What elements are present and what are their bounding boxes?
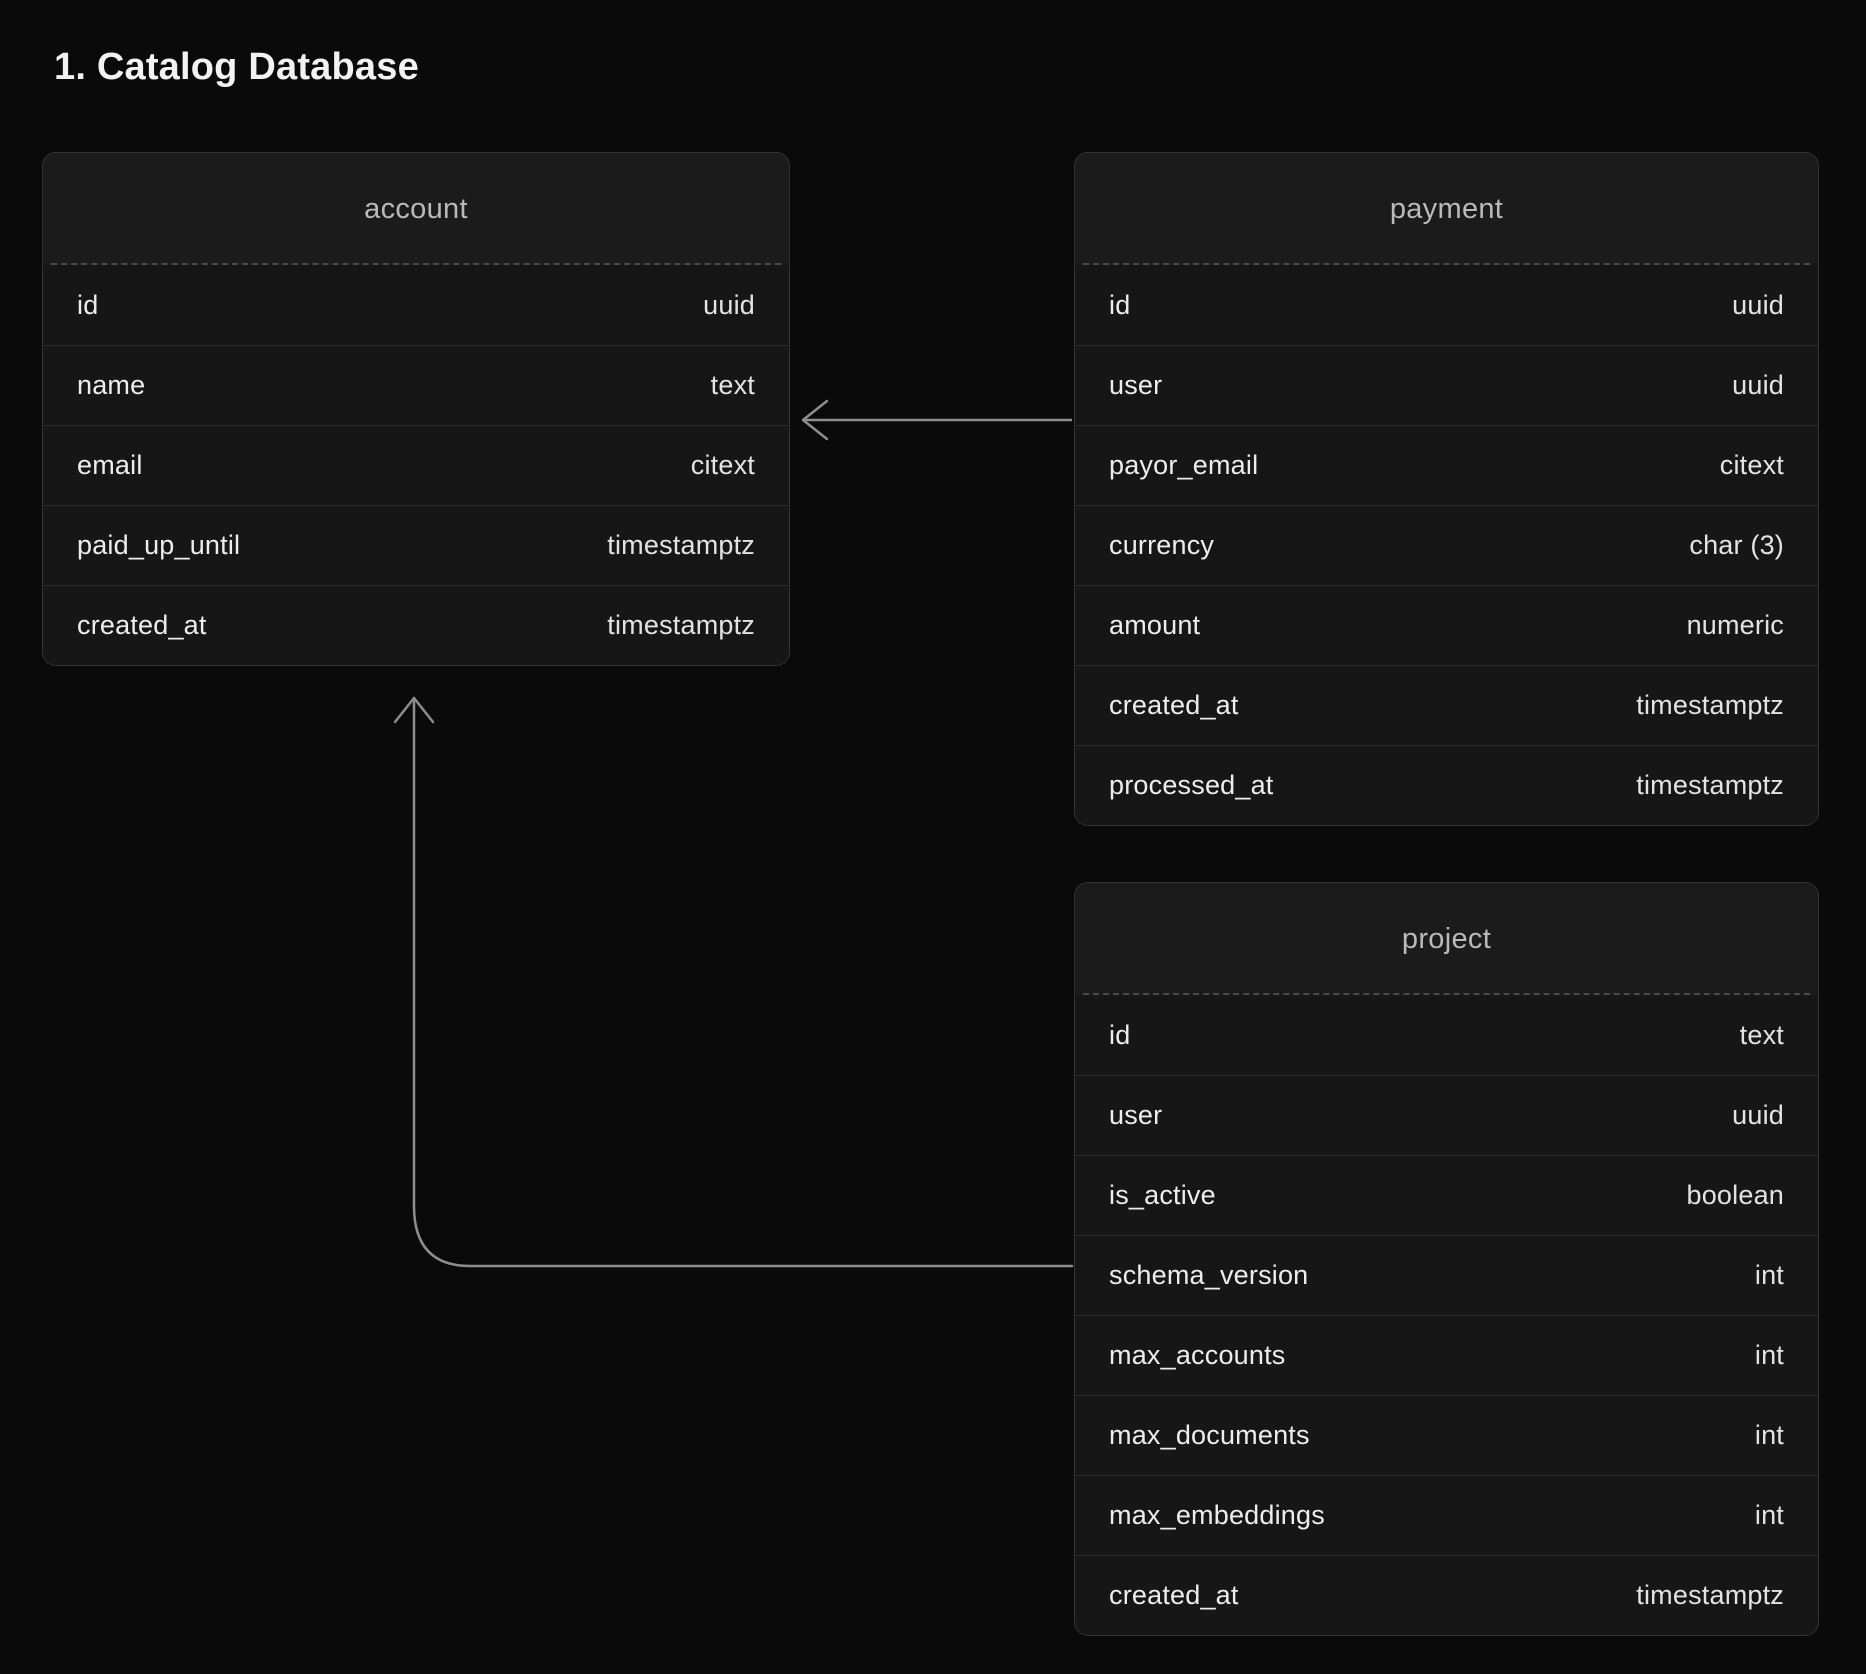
attribute-row[interactable]: created_at timestamptz <box>1075 1555 1818 1635</box>
attribute-row[interactable]: max_embeddings int <box>1075 1475 1818 1555</box>
entity-title-account: account <box>364 192 468 225</box>
attribute-type: timestamptz <box>607 610 755 640</box>
attribute-type: timestamptz <box>1636 1580 1784 1610</box>
attribute-type: char (3) <box>1689 530 1784 560</box>
attribute-row[interactable]: created_at timestamptz <box>1075 665 1818 745</box>
attribute-row[interactable]: processed_at timestamptz <box>1075 745 1818 825</box>
attribute-name: amount <box>1109 610 1201 640</box>
attribute-type: int <box>1754 1260 1784 1290</box>
attribute-row[interactable]: max_accounts int <box>1075 1315 1818 1395</box>
attribute-row[interactable]: paid_up_until timestamptz <box>43 505 789 585</box>
entity-attribute-list-account: id uuid name text email citext paid_up_u… <box>43 265 789 665</box>
attribute-row[interactable]: id text <box>1075 995 1818 1075</box>
attribute-row[interactable]: currency char (3) <box>1075 505 1818 585</box>
attribute-type: uuid <box>1732 370 1784 400</box>
attribute-name: max_embeddings <box>1109 1500 1325 1530</box>
attribute-row[interactable]: name text <box>43 345 789 425</box>
attribute-name: user <box>1109 370 1163 400</box>
attribute-name: max_accounts <box>1109 1340 1286 1370</box>
attribute-type: uuid <box>703 289 755 320</box>
attribute-type: citext <box>1719 450 1784 480</box>
attribute-name: is_active <box>1109 1180 1216 1210</box>
attribute-type: timestamptz <box>607 530 755 560</box>
attribute-row[interactable]: amount numeric <box>1075 585 1818 665</box>
attribute-name: paid_up_until <box>77 530 241 560</box>
attribute-row[interactable]: id uuid <box>43 265 789 345</box>
attribute-name: created_at <box>1109 690 1239 720</box>
attribute-type: timestamptz <box>1636 770 1784 800</box>
entity-title-payment: payment <box>1389 192 1504 225</box>
relationship-payment-to-account <box>801 399 1072 441</box>
attribute-type: int <box>1754 1340 1784 1370</box>
attribute-row[interactable]: user uuid <box>1075 1075 1818 1155</box>
entity-header-project: project <box>1075 883 1818 995</box>
attribute-row[interactable]: payor_email citext <box>1075 425 1818 505</box>
entity-attribute-list-payment: id uuid user uuid payor_email citext cur… <box>1075 265 1818 825</box>
entity-header-account: account <box>43 153 789 265</box>
entity-table-payment[interactable]: payment id uuid user uuid payor_email ci… <box>1074 152 1819 826</box>
attribute-name: payor_email <box>1109 450 1259 480</box>
attribute-row[interactable]: user uuid <box>1075 345 1818 425</box>
entity-title-project: project <box>1401 922 1492 955</box>
attribute-row[interactable]: is_active boolean <box>1075 1155 1818 1235</box>
attribute-name: processed_at <box>1109 770 1274 800</box>
relationship-project-to-account <box>393 696 1074 1268</box>
attribute-name: created_at <box>77 610 207 640</box>
entity-table-project[interactable]: project id text user uuid is_active bool… <box>1074 882 1819 1636</box>
attribute-row[interactable]: max_documents int <box>1075 1395 1818 1475</box>
attribute-name: user <box>1109 1100 1163 1130</box>
attribute-name: name <box>77 370 146 400</box>
attribute-row[interactable]: schema_version int <box>1075 1235 1818 1315</box>
attribute-type: int <box>1754 1500 1784 1530</box>
page-title: 1. Catalog Database <box>54 46 419 88</box>
entity-table-account[interactable]: account id uuid name text email citext p… <box>42 152 790 666</box>
attribute-row[interactable]: email citext <box>43 425 789 505</box>
attribute-name: max_documents <box>1109 1420 1310 1450</box>
attribute-type: numeric <box>1686 610 1784 640</box>
attribute-name: created_at <box>1109 1580 1239 1610</box>
attribute-type: int <box>1754 1420 1784 1450</box>
attribute-name: id <box>77 289 99 320</box>
attribute-row[interactable]: created_at timestamptz <box>43 585 789 665</box>
entity-attribute-list-project: id text user uuid is_active boolean sche… <box>1075 995 1818 1635</box>
attribute-name: id <box>1109 1019 1131 1050</box>
entity-header-payment: payment <box>1075 153 1818 265</box>
attribute-type: citext <box>690 450 755 480</box>
attribute-row[interactable]: id uuid <box>1075 265 1818 345</box>
attribute-type: text <box>1739 1019 1784 1050</box>
attribute-name: currency <box>1109 530 1215 560</box>
attribute-type: uuid <box>1732 1100 1784 1130</box>
attribute-type: timestamptz <box>1636 690 1784 720</box>
attribute-type: boolean <box>1686 1180 1784 1210</box>
attribute-name: id <box>1109 289 1131 320</box>
attribute-name: email <box>77 450 143 480</box>
attribute-name: schema_version <box>1109 1260 1309 1290</box>
attribute-type: text <box>710 370 755 400</box>
attribute-type: uuid <box>1732 289 1784 320</box>
